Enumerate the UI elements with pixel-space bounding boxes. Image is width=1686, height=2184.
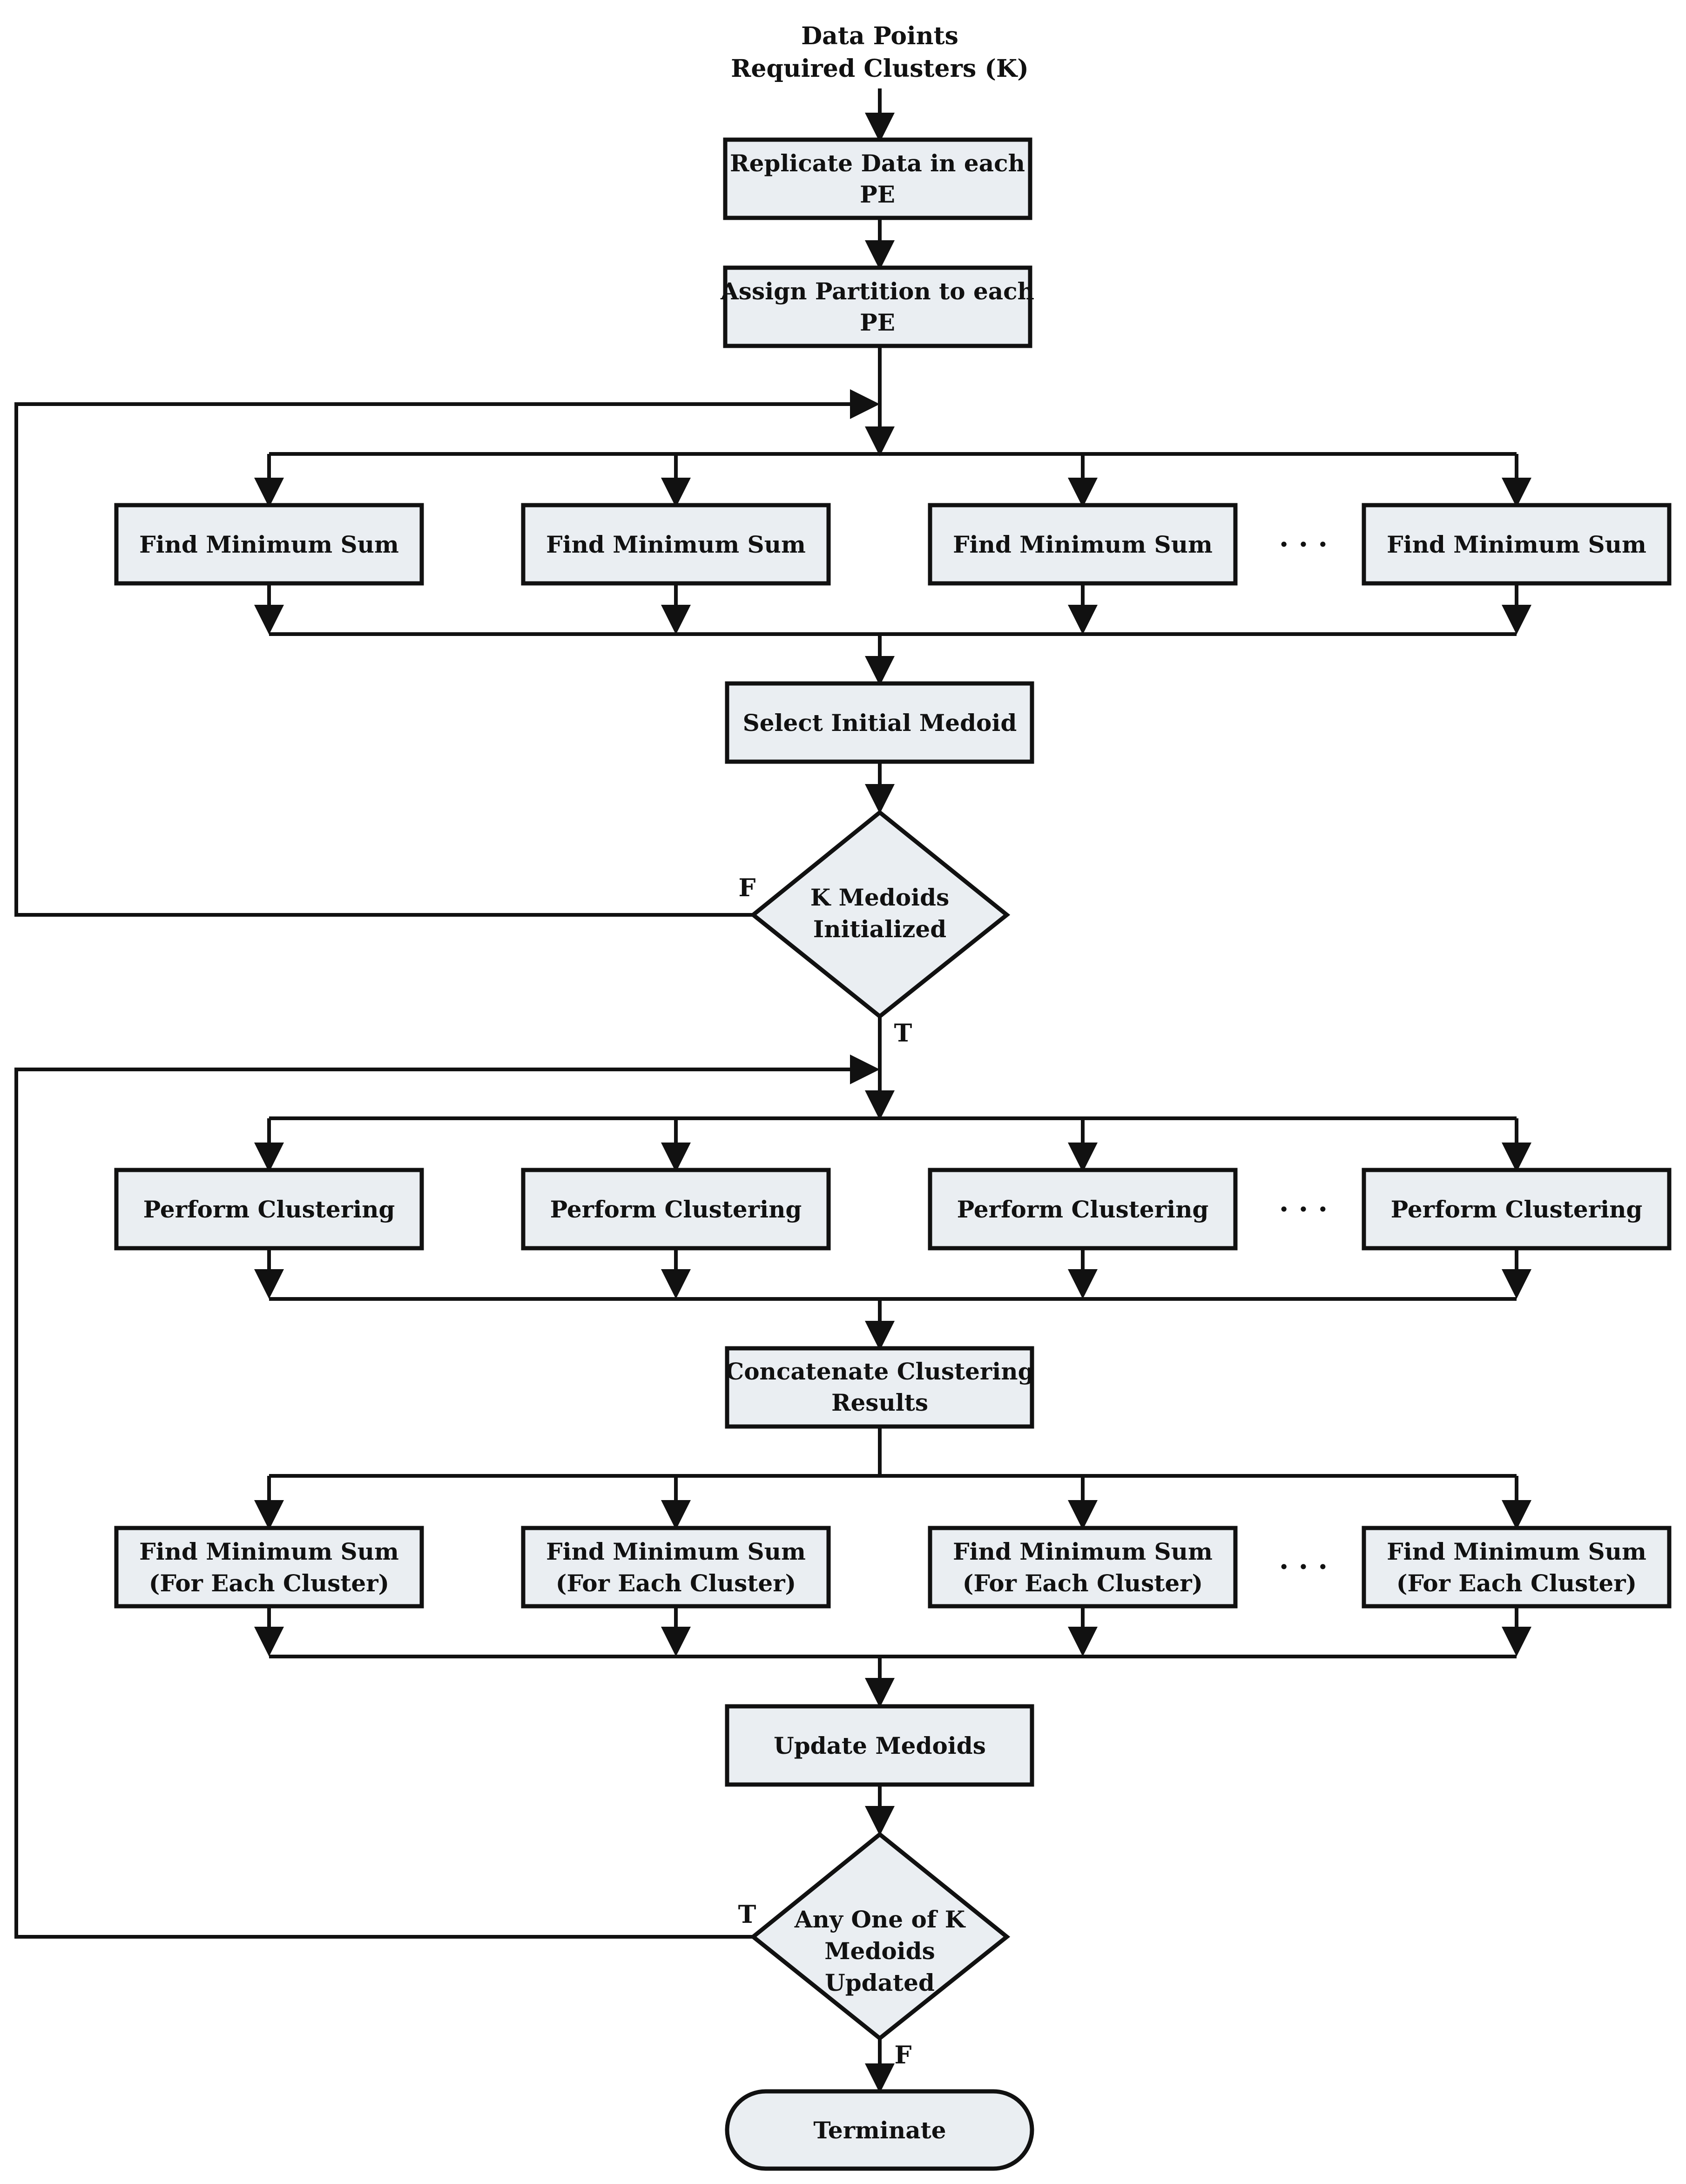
- perform-clustering-box-1: Perform Clustering: [114, 1168, 424, 1251]
- find-min-sum-box-1: Find Minimum Sum: [114, 503, 424, 586]
- find-min-sum-box-4: Find Minimum Sum: [1362, 503, 1672, 586]
- find-min-sum-row: Find Minimum Sum Find Minimum Sum Find M…: [114, 452, 1672, 686]
- decision2-line-2: Medoids: [824, 1937, 935, 1965]
- concat-line-1: Concatenate Clustering: [725, 1358, 1034, 1385]
- find-min-each-line-2: (For Each Cluster): [963, 1569, 1203, 1597]
- find-min-each-line-1: Find Minimum Sum: [546, 1538, 806, 1565]
- find-min-sum-label: Find Minimum Sum: [953, 531, 1213, 558]
- ellipsis-3: · · ·: [1279, 1551, 1328, 1583]
- perform-clustering-box-4: Perform Clustering: [1362, 1168, 1672, 1251]
- decision2-false-label: F: [895, 2041, 912, 2069]
- decision2-true-label: T: [738, 1900, 756, 1929]
- perform-clustering-box-2: Perform Clustering: [521, 1168, 831, 1251]
- find-min-sum-box-2: Find Minimum Sum: [521, 503, 831, 586]
- update-medoids-label: Update Medoids: [774, 1732, 986, 1759]
- find-min-each-line-2: (For Each Cluster): [1396, 1569, 1637, 1597]
- perform-clustering-row: Perform Clustering Perform Clustering Pe…: [114, 1116, 1672, 1351]
- replicate-data-box: Replicate Data in each PE: [723, 137, 1032, 220]
- ellipsis-2: · · ·: [1279, 1193, 1328, 1226]
- assign-partition-box: Assign Partition to each PE: [720, 265, 1034, 348]
- perform-clustering-label: Perform Clustering: [1391, 1196, 1643, 1223]
- input-line-2: Required Clusters (K): [731, 54, 1029, 83]
- replicate-line-1: Replicate Data in each: [730, 149, 1025, 177]
- assign-line-1: Assign Partition to each: [720, 277, 1034, 305]
- find-min-sum-each-box-3: Find Minimum Sum (For Each Cluster): [928, 1526, 1238, 1609]
- terminate-label: Terminate: [813, 2116, 946, 2144]
- assign-line-2: PE: [860, 309, 895, 336]
- find-min-sum-box-3: Find Minimum Sum: [928, 503, 1238, 586]
- decision1-line-2: Initialized: [813, 915, 946, 943]
- perform-clustering-box-3: Perform Clustering: [928, 1168, 1238, 1251]
- find-min-sum-label: Find Minimum Sum: [1387, 531, 1646, 558]
- find-min-sum-each-box-1: Find Minimum Sum (For Each Cluster): [114, 1526, 424, 1609]
- find-min-sum-each-row: Find Minimum Sum (For Each Cluster) Find…: [114, 1474, 1672, 1708]
- perform-clustering-label: Perform Clustering: [143, 1196, 395, 1223]
- decision-any-medoid-updated: Any One of K Medoids Updated: [749, 1832, 1011, 2041]
- input-line-1: Data Points: [801, 22, 958, 50]
- perform-clustering-label: Perform Clustering: [550, 1196, 802, 1223]
- decision1-line-1: K Medoids: [810, 884, 949, 911]
- update-medoids-box: Update Medoids: [725, 1704, 1034, 1787]
- connectors-top: [14, 88, 895, 917]
- select-initial-medoid-box: Select Initial Medoid: [725, 681, 1034, 764]
- find-min-each-line-2: (For Each Cluster): [556, 1569, 796, 1597]
- loop-back-arrow-1: [14, 389, 880, 917]
- decision1-false-label: F: [739, 874, 756, 902]
- find-min-sum-label: Find Minimum Sum: [546, 531, 806, 558]
- ellipsis-1: · · ·: [1279, 528, 1328, 561]
- perform-clustering-label: Perform Clustering: [957, 1196, 1209, 1223]
- replicate-line-2: PE: [860, 181, 895, 208]
- decision-k-medoids-initialized: K Medoids Initialized: [749, 810, 1011, 1019]
- find-min-each-line-1: Find Minimum Sum: [953, 1538, 1213, 1565]
- find-min-each-line-1: Find Minimum Sum: [1387, 1538, 1646, 1565]
- find-min-sum-each-box-2: Find Minimum Sum (For Each Cluster): [521, 1526, 831, 1609]
- select-initial-label: Select Initial Medoid: [743, 709, 1017, 737]
- find-min-each-line-2: (For Each Cluster): [149, 1569, 389, 1597]
- concat-line-2: Results: [831, 1389, 928, 1416]
- decision1-true-label: T: [894, 1019, 912, 1048]
- concatenate-results-box: Concatenate Clustering Results: [725, 1346, 1034, 1429]
- decision2-line-1: Any One of K: [794, 1906, 966, 1933]
- terminate-node: Terminate: [725, 2089, 1034, 2171]
- input-label: Data Points Required Clusters (K): [731, 22, 1029, 83]
- find-min-sum-each-box-4: Find Minimum Sum (For Each Cluster): [1362, 1526, 1672, 1609]
- find-min-sum-label: Find Minimum Sum: [139, 531, 399, 558]
- find-min-each-line-1: Find Minimum Sum: [139, 1538, 399, 1565]
- loop-back-arrow-2: [14, 1055, 880, 1939]
- decision2-line-3: Updated: [825, 1969, 935, 1996]
